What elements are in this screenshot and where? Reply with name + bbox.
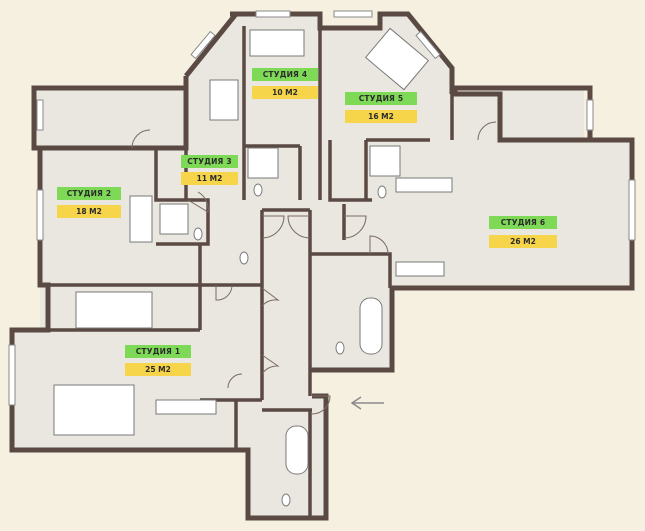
toilet bbox=[335, 341, 345, 355]
bathtub-small bbox=[285, 425, 309, 475]
interior-walls bbox=[40, 26, 454, 518]
studio-2-area: 18 М2 bbox=[57, 205, 121, 218]
floor-area bbox=[12, 14, 632, 518]
toilet bbox=[193, 227, 203, 241]
studio-6-area: 26 М2 bbox=[489, 235, 557, 248]
toilet bbox=[239, 251, 249, 265]
bathtub bbox=[359, 297, 383, 355]
studio-3-name: СТУДИЯ 3 bbox=[181, 155, 238, 168]
toilet bbox=[281, 493, 291, 507]
bed-studio-1 bbox=[75, 291, 153, 329]
bed-studio-4 bbox=[249, 29, 305, 57]
studio-3-area: 11 М2 bbox=[181, 172, 238, 185]
studio-6-name: СТУДИЯ 6 bbox=[489, 216, 557, 229]
shower-studio-5 bbox=[369, 145, 401, 177]
bed-studio-3 bbox=[209, 79, 239, 121]
bed-studio-5 bbox=[364, 27, 430, 91]
kitchen-counter-studio-2 bbox=[129, 195, 153, 243]
studio-2-name: СТУДИЯ 2 bbox=[57, 187, 121, 200]
shower-studio-3 bbox=[159, 203, 189, 235]
studio-5-name: СТУДИЯ 5 bbox=[345, 92, 417, 105]
studio-4-area: 10 М2 bbox=[252, 86, 318, 99]
studio-1-name: СТУДИЯ 1 bbox=[125, 345, 191, 358]
windows bbox=[8, 10, 636, 406]
studio-5-area: 16 М2 bbox=[345, 110, 417, 123]
studio-4-name: СТУДИЯ 4 bbox=[252, 68, 318, 81]
toilet bbox=[253, 183, 263, 197]
kitchen-counter-studio-1 bbox=[155, 399, 217, 415]
sofa-studio-1 bbox=[53, 384, 135, 436]
kitchen-counter-studio-6 bbox=[395, 261, 445, 277]
fixtures bbox=[53, 27, 453, 507]
left-arrow-icon bbox=[350, 396, 384, 410]
studio-1-area: 25 М2 bbox=[125, 363, 191, 376]
toilet bbox=[377, 185, 387, 199]
kitchen-counter-studio-5 bbox=[395, 177, 453, 193]
doors bbox=[131, 121, 497, 415]
shower-studio-4 bbox=[247, 147, 279, 179]
